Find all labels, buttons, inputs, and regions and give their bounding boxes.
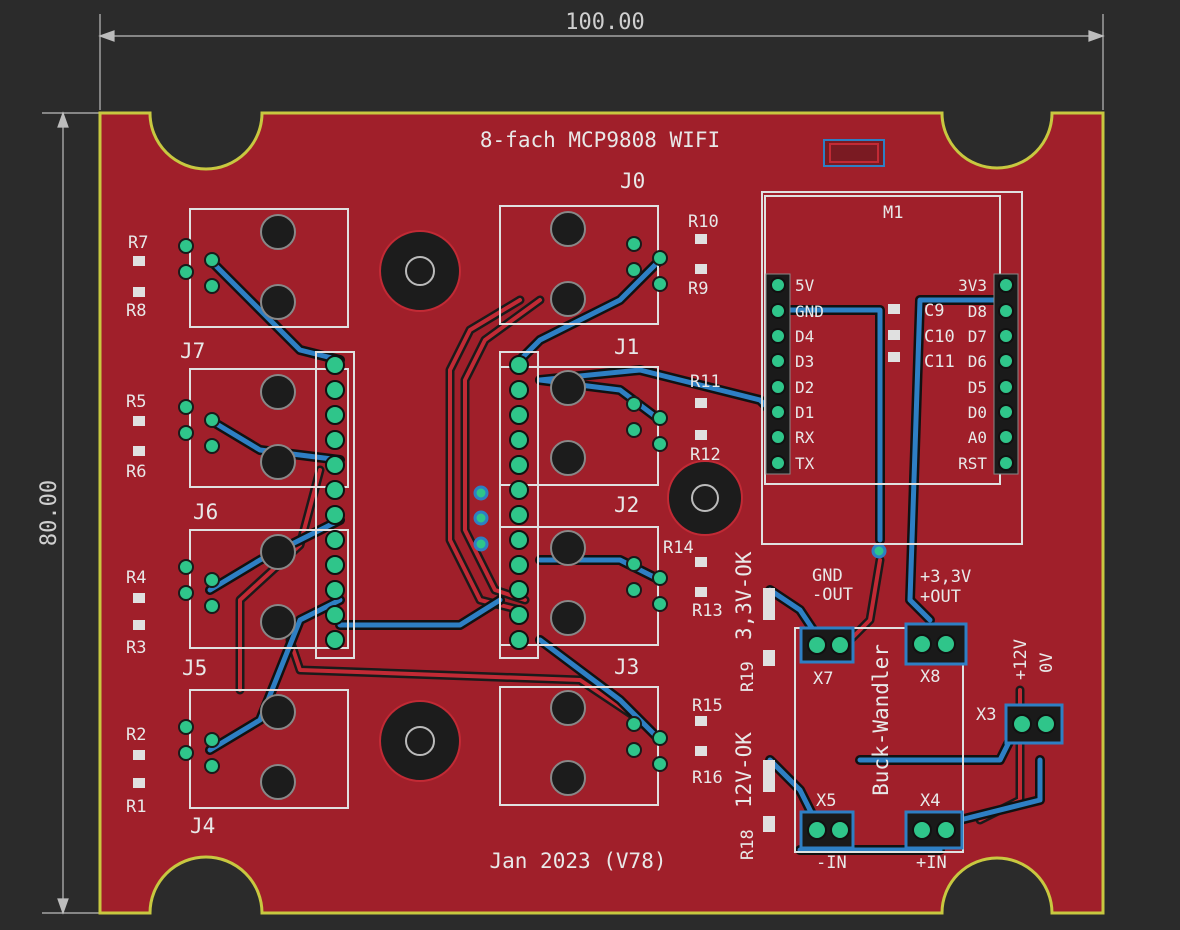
board-outline — [98, 111, 1105, 915]
svg-text:R14: R14 — [663, 538, 694, 558]
svg-text:R15: R15 — [692, 696, 723, 716]
buck-label: Buck-Wandler — [869, 644, 893, 796]
label-j4: J4 — [190, 814, 215, 838]
svg-text:-IN: -IN — [816, 853, 847, 873]
label-j3: J3 — [614, 655, 639, 679]
label-j5: J5 — [182, 656, 207, 680]
svg-text:D3: D3 — [795, 352, 814, 371]
svg-text:-OUT: -OUT — [812, 585, 853, 605]
svg-text:R2: R2 — [126, 725, 146, 745]
svg-text:X3: X3 — [976, 705, 996, 725]
svg-text:R16: R16 — [692, 768, 723, 788]
dimension-lines — [42, 14, 1105, 915]
label-j6: J6 — [193, 500, 218, 524]
svg-text:+12V: +12V — [1011, 639, 1031, 680]
svg-text:D7: D7 — [968, 327, 987, 346]
svg-text:GND: GND — [812, 566, 843, 586]
svg-text:3V3: 3V3 — [958, 276, 987, 295]
svg-text:A0: A0 — [968, 428, 987, 447]
svg-text:0V: 0V — [1037, 653, 1057, 673]
svg-text:5V: 5V — [795, 276, 815, 295]
resistor-footprints — [133, 234, 775, 832]
label-c9: C9 — [924, 301, 944, 321]
svg-text:RST: RST — [958, 454, 987, 473]
led-label-12v: 12V-OK — [732, 732, 756, 808]
svg-text:X8: X8 — [920, 667, 940, 687]
svg-text:R13: R13 — [692, 601, 723, 621]
svg-text:R7: R7 — [128, 233, 148, 253]
board-title: 8-fach MCP9808 WIFI — [480, 128, 720, 152]
label-j7: J7 — [180, 339, 205, 363]
terminal-labels: GND -OUT +3,3V +OUT X7 X8 X3 X5 X4 -IN +… — [812, 566, 1057, 873]
svg-text:X7: X7 — [813, 669, 833, 689]
svg-text:+IN: +IN — [916, 853, 947, 873]
buck-converter — [794, 622, 1064, 853]
svg-text:D5: D5 — [968, 378, 987, 397]
label-c10: C10 — [924, 327, 955, 347]
svg-text:R9: R9 — [688, 279, 708, 299]
svg-text:D2: D2 — [795, 378, 814, 397]
svg-text:R18: R18 — [738, 829, 758, 860]
svg-text:+3,3V: +3,3V — [920, 567, 971, 587]
width-dimension: 100.00 — [565, 10, 644, 35]
module-pin-labels-right: 3V3 D8 D7 D6 D5 D0 A0 RST — [958, 276, 987, 473]
svg-text:R3: R3 — [126, 638, 146, 658]
svg-text:R11: R11 — [690, 372, 721, 392]
svg-text:R8: R8 — [126, 301, 146, 321]
pin-headers — [315, 351, 539, 659]
label-c11: C11 — [924, 352, 955, 372]
svg-text:X4: X4 — [920, 791, 940, 811]
svg-text:R5: R5 — [126, 392, 146, 412]
vias — [473, 485, 887, 559]
svg-text:R1: R1 — [126, 797, 146, 817]
svg-text:X5: X5 — [816, 791, 836, 811]
svg-text:R12: R12 — [690, 445, 721, 465]
label-j2: J2 — [614, 493, 639, 517]
resistor-labels: R1 R2 R3 R4 R5 R6 R7 R8 R9 R10 R11 R12 R… — [126, 212, 758, 860]
wifi-module — [761, 191, 1023, 545]
height-dimension: 80.00 — [37, 480, 62, 546]
connector-pads — [178, 211, 668, 800]
svg-text:GND: GND — [795, 302, 824, 321]
logo-mark — [823, 139, 885, 167]
svg-text:RX: RX — [795, 428, 815, 447]
svg-text:R6: R6 — [126, 462, 146, 482]
svg-text:+OUT: +OUT — [920, 587, 961, 607]
mounting-holes — [379, 230, 743, 782]
label-j0: J0 — [620, 169, 645, 193]
led-label-3v3: 3,3V-OK — [732, 551, 756, 640]
svg-text:D6: D6 — [968, 352, 987, 371]
module-pin-labels-left: 5V GND D4 D3 D2 D1 RX TX — [795, 276, 824, 473]
module-label: M1 — [883, 203, 903, 223]
svg-text:D4: D4 — [795, 327, 814, 346]
label-j1: J1 — [614, 335, 639, 359]
svg-text:D8: D8 — [968, 302, 987, 321]
svg-text:D0: D0 — [968, 403, 987, 422]
board-date: Jan 2023 (V78) — [489, 849, 666, 873]
svg-text:D1: D1 — [795, 403, 814, 422]
svg-text:R19: R19 — [738, 661, 758, 692]
svg-text:R10: R10 — [688, 212, 719, 232]
svg-text:R4: R4 — [126, 568, 146, 588]
svg-text:TX: TX — [795, 454, 815, 473]
